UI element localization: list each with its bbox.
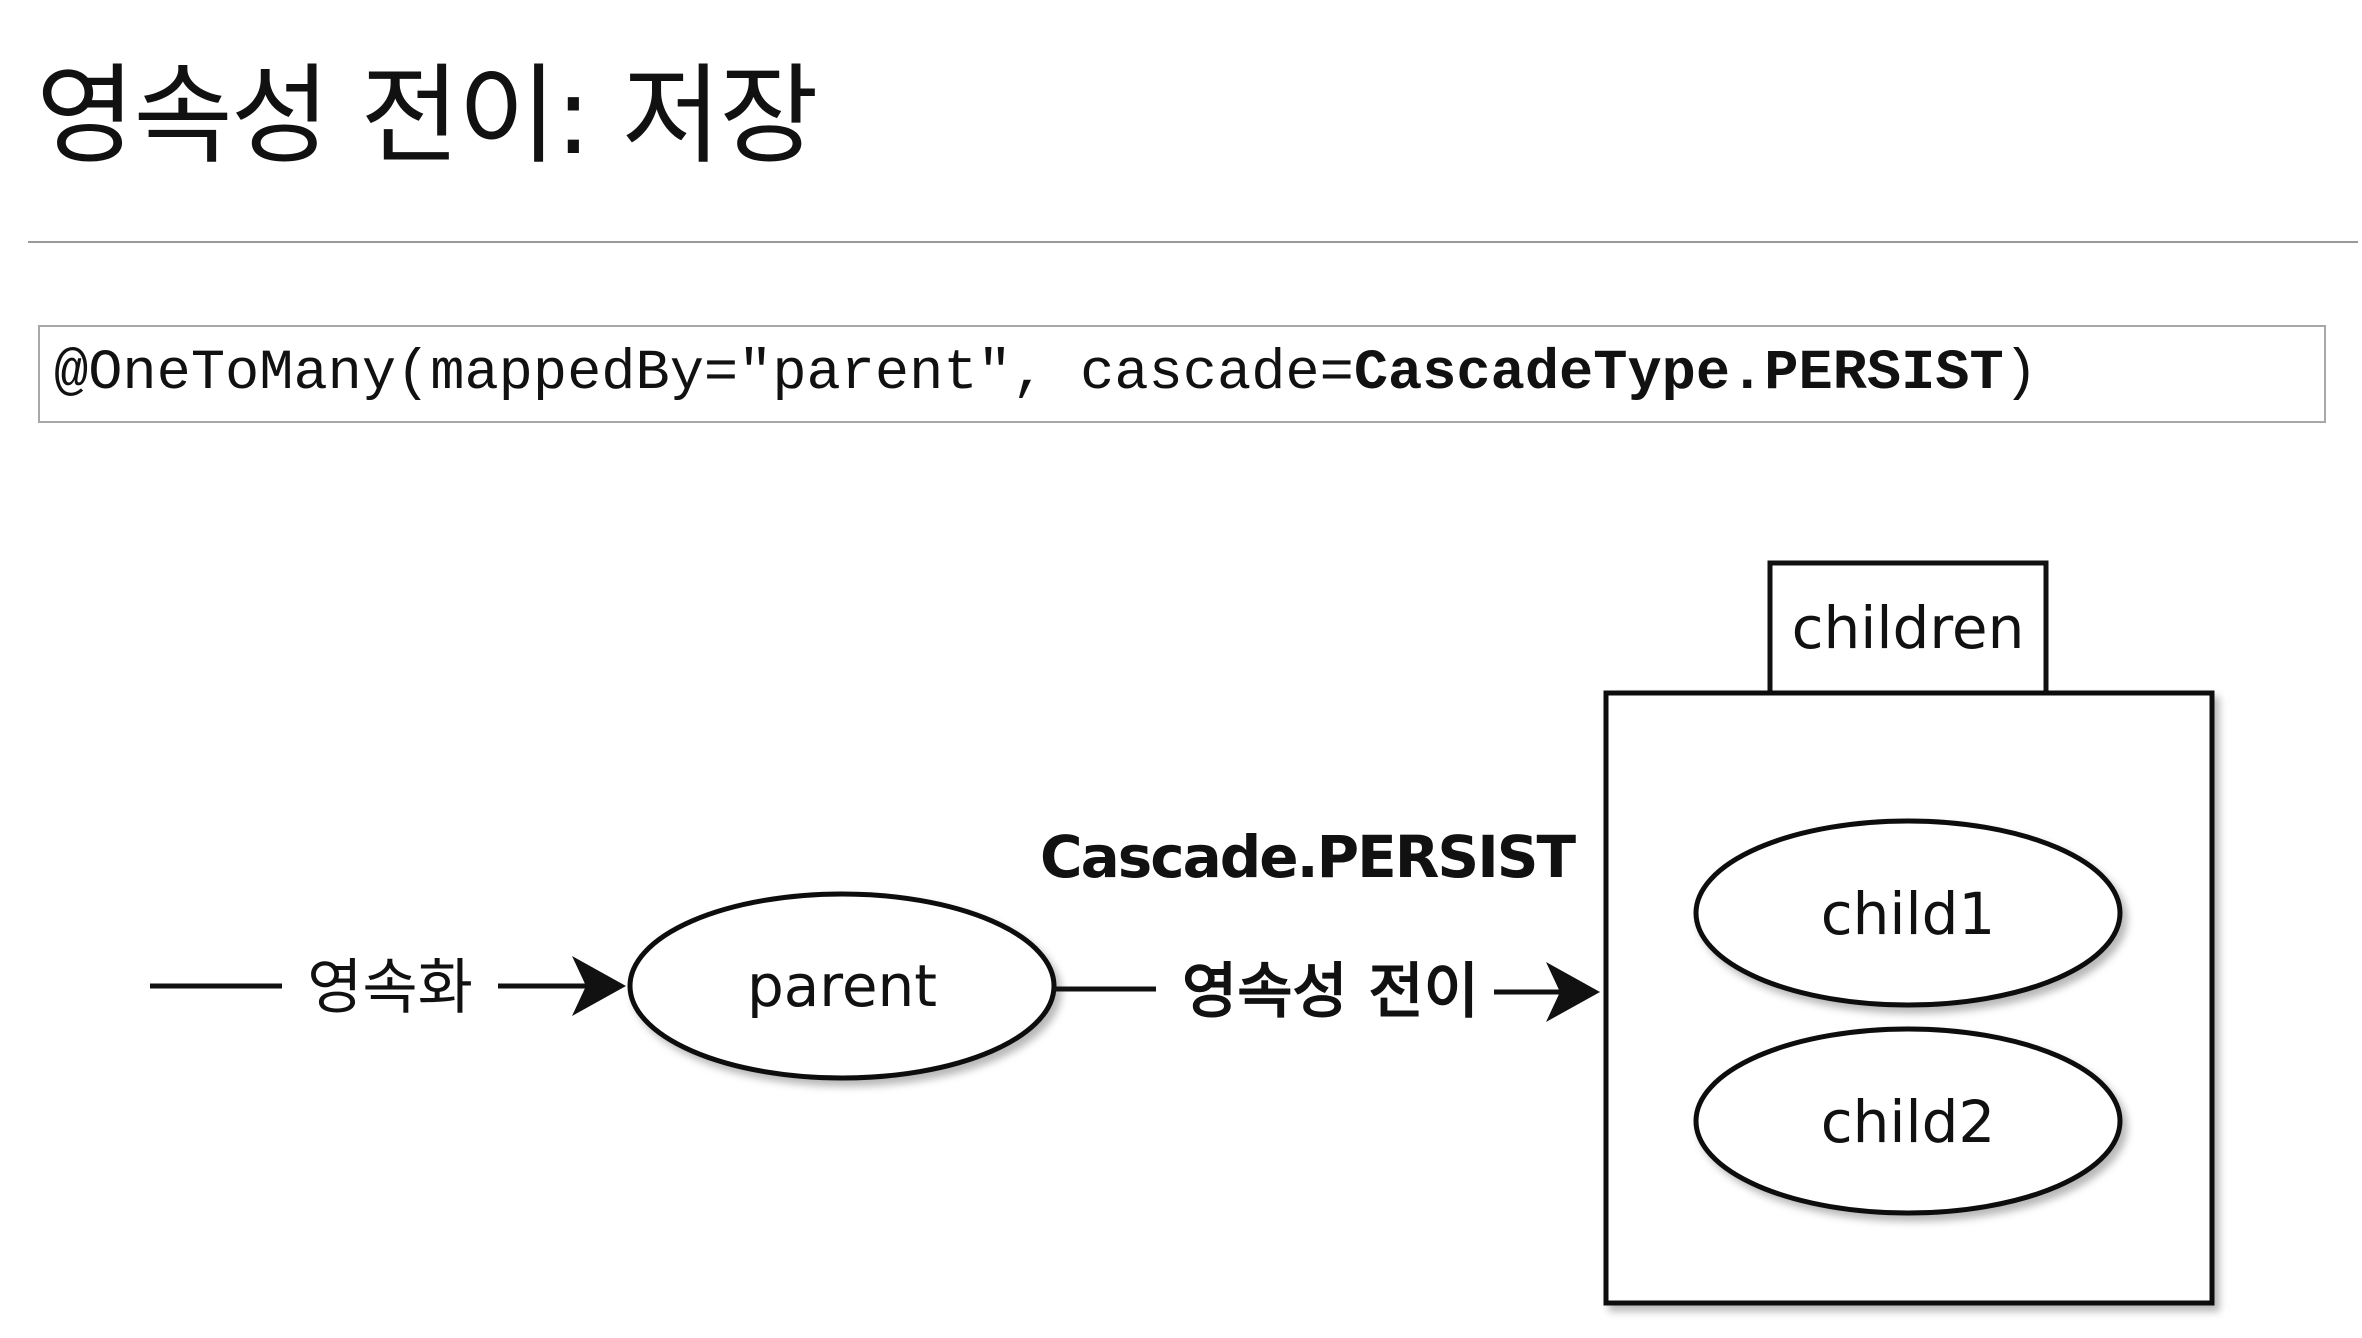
code-prefix: @OneToMany(mappedBy="parent", cascade= xyxy=(54,342,1354,406)
title-divider xyxy=(28,241,2358,243)
child2-entity xyxy=(1693,1026,2123,1216)
transition-label: 영속성 전이 xyxy=(1182,957,1479,1027)
parent-label: parent xyxy=(747,952,937,1020)
child2-label: child2 xyxy=(1821,1088,1996,1156)
children-label: children xyxy=(1792,594,2025,662)
child1-label: child1 xyxy=(1821,880,1996,948)
code-suffix: ) xyxy=(2003,342,2038,406)
persist-label: 영속화 xyxy=(307,953,473,1023)
parent-entity xyxy=(627,891,1057,1081)
code-cascade-type: CascadeType.PERSIST xyxy=(1353,342,2004,406)
cascade-persist-label: Cascade.PERSIST xyxy=(1040,823,1577,891)
code-snippet-box: @OneToMany(mappedBy="parent", cascade=Ca… xyxy=(38,325,2326,423)
transition-arrow-head xyxy=(1546,962,1600,1022)
child1-entity xyxy=(1693,818,2123,1008)
page-title: 영속성 전이: 저장 xyxy=(36,54,819,179)
children-tab xyxy=(1767,560,2049,696)
persist-arrow-head xyxy=(572,956,626,1016)
